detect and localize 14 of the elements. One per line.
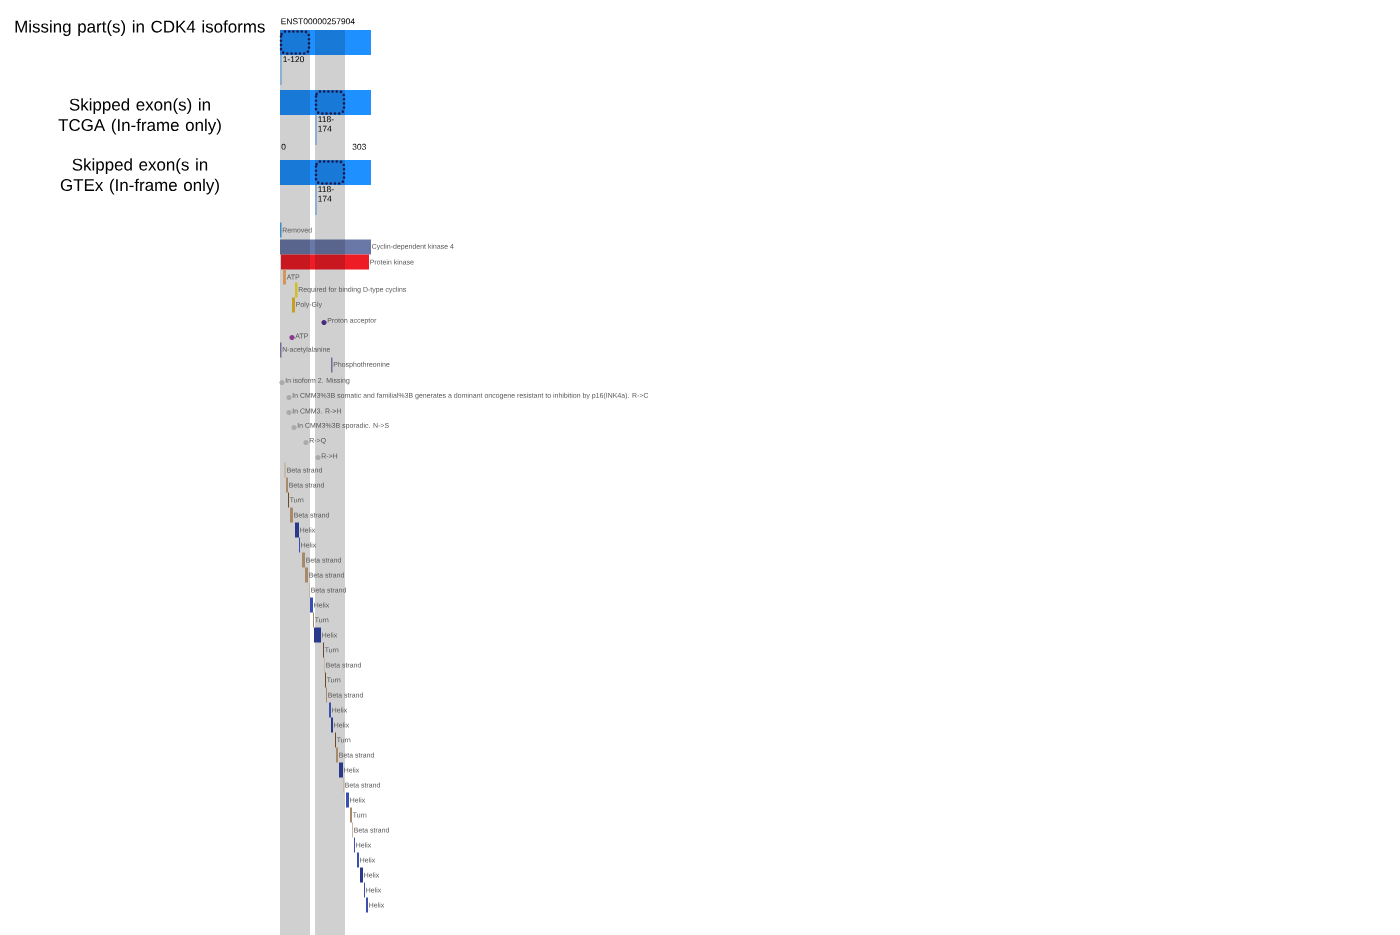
node-label: 1-120	[283, 56, 305, 63]
row-label: Skipped exon(s in GTEx (In-frame only)	[60, 158, 219, 195]
node-label: ENST00000257904	[281, 18, 355, 25]
axis-label: 0	[281, 143, 286, 150]
node-label: 118-174	[318, 116, 334, 132]
row-label: Skipped exon(s) in TCGA (In-frame only)	[58, 98, 221, 135]
isoform-bar	[280, 160, 371, 185]
missing-region-box: 1-120	[279, 30, 311, 86]
axis-label: 303	[352, 143, 366, 150]
missing-region-box: 118-174	[314, 160, 346, 216]
node-label: 118-174	[318, 186, 334, 202]
isoform-bar	[280, 90, 371, 115]
row-label: Missing part(s) in CDK4 isoforms	[15, 20, 265, 36]
missing-region-box: 118-174	[314, 90, 346, 146]
